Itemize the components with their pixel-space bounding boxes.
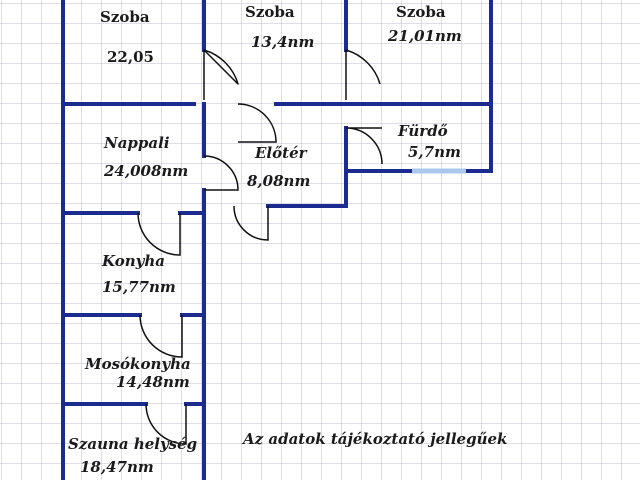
door-furdo bbox=[345, 127, 383, 165]
room-name-szoba-2: Szoba bbox=[245, 3, 295, 21]
door-eloter-top bbox=[237, 103, 277, 143]
room-area-eloter: 8,08nm bbox=[247, 172, 310, 190]
door-mosokonyha bbox=[139, 314, 183, 358]
door-eloter-bottom bbox=[233, 205, 269, 241]
door-swings bbox=[137, 49, 383, 445]
room-name-szoba-1: Szoba bbox=[100, 8, 150, 26]
room-name-furdo: Fürdő bbox=[397, 122, 448, 140]
door-nappali bbox=[203, 155, 239, 191]
room-area-mosokonyha: 14,48nm bbox=[116, 373, 190, 391]
room-area-nappali: 24,008nm bbox=[103, 162, 188, 180]
room-name-szoba-3: Szoba bbox=[396, 3, 446, 21]
room-area-szauna: 18,47nm bbox=[80, 458, 154, 476]
door-szoba-2 bbox=[203, 49, 239, 100]
room-area-konyha: 15,77nm bbox=[102, 278, 176, 296]
room-area-furdo: 5,7nm bbox=[408, 143, 461, 161]
door-szoba-3 bbox=[345, 49, 381, 100]
room-area-szoba-3: 21,01nm bbox=[387, 27, 462, 45]
room-name-eloter: Előtér bbox=[254, 144, 308, 162]
room-area-szoba-2: 13,4nm bbox=[251, 33, 314, 51]
room-area-szoba-1: 22,05 bbox=[107, 48, 154, 66]
room-name-szauna: Szauna helység bbox=[68, 435, 197, 453]
room-name-mosokonyha: Mosókonyha bbox=[84, 355, 191, 373]
room-name-konyha: Konyha bbox=[101, 252, 165, 270]
room-name-nappali: Nappali bbox=[103, 134, 170, 152]
walls bbox=[61, 0, 493, 480]
door-szauna bbox=[145, 403, 187, 445]
room-labels: Szoba 22,05 Szoba 13,4nm Szoba 21,01nm N… bbox=[68, 3, 507, 476]
door-konyha bbox=[137, 212, 181, 256]
disclaimer-note: Az adatok tájékoztató jellegűek bbox=[241, 430, 507, 448]
